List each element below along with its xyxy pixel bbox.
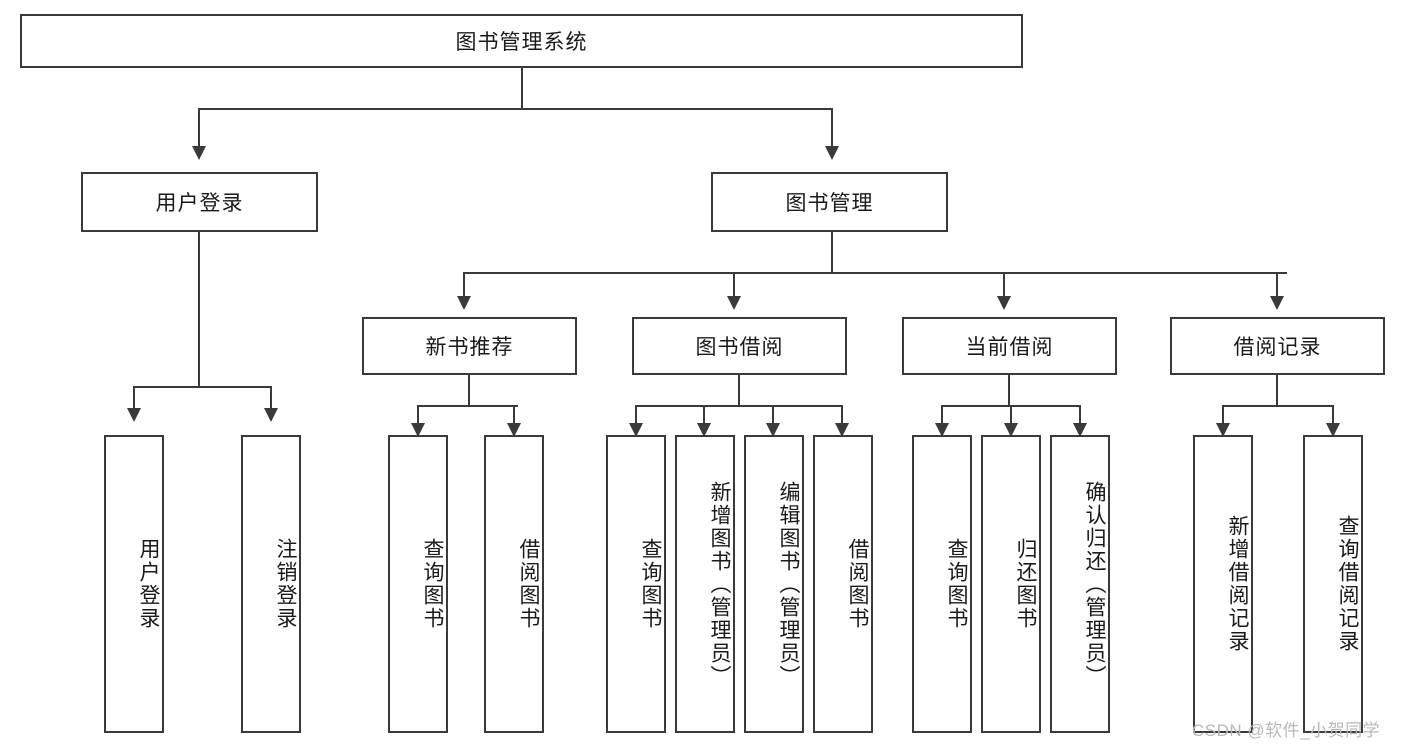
arrow-down-icon <box>629 423 643 437</box>
leaf-label: 查询图书 <box>421 538 444 630</box>
connector-drop-leaf <box>772 405 774 423</box>
node-label: 用户登录 <box>155 192 244 215</box>
leaf-label: 注销登录 <box>274 538 297 630</box>
connector-drop-borrow-record <box>1276 272 1278 296</box>
leaf-query-books-recommendation[interactable]: 查询图书 <box>388 435 448 733</box>
leaf-user-login[interactable]: 用户登录 <box>104 435 164 733</box>
leaf-label: 借阅图书 <box>846 538 869 630</box>
connector-borrow-record-stem <box>1276 375 1278 406</box>
arrow-down-icon <box>411 423 425 437</box>
leaf-query-books-borrowing[interactable]: 查询图书 <box>606 435 666 733</box>
arrow-down-icon <box>697 423 711 437</box>
connector-drop-leaf <box>941 405 943 423</box>
node-label: 图书管理 <box>785 192 874 215</box>
leaf-query-books-current[interactable]: 查询图书 <box>912 435 972 733</box>
connector-drop-leaf-user-login <box>133 386 135 408</box>
leaf-confirm-return-admin[interactable]: 确认归还（管理员） <box>1050 435 1110 733</box>
arrow-down-icon <box>1004 423 1018 437</box>
arrow-down-icon <box>1326 423 1340 437</box>
connector-drop-book-borrow <box>733 272 735 296</box>
connector-drop-leaf <box>1079 405 1081 423</box>
connector-drop-leaf <box>1222 405 1224 423</box>
leaf-add-book-admin[interactable]: 新增图书（管理员） <box>675 435 735 733</box>
node-current-borrowing[interactable]: 当前借阅 <box>902 317 1117 375</box>
connector-drop-current-borrow <box>1003 272 1005 296</box>
node-label: 图书借阅 <box>695 336 784 359</box>
connector-drop-new-book <box>463 272 465 296</box>
node-new-book-recommendation[interactable]: 新书推荐 <box>362 317 577 375</box>
connector-drop-leaf <box>1010 405 1012 423</box>
arrow-down-icon <box>127 408 141 422</box>
arrow-down-icon <box>997 296 1011 310</box>
connector-book-borrow-stem <box>738 375 740 406</box>
csdn-watermark: CSDN @软件_小贺同学 <box>1192 721 1381 740</box>
arrow-down-icon <box>935 423 949 437</box>
leaf-label: 新增借阅记录 <box>1226 515 1249 653</box>
node-borrow-record[interactable]: 借阅记录 <box>1170 317 1385 375</box>
node-root-book-management-system[interactable]: 图书管理系统 <box>20 14 1023 68</box>
arrow-down-icon <box>727 296 741 310</box>
connector-current-borrow-stem <box>1008 375 1010 406</box>
leaf-borrow-books-recommendation[interactable]: 借阅图书 <box>484 435 544 733</box>
arrow-down-icon <box>1216 423 1230 437</box>
node-book-borrowing[interactable]: 图书借阅 <box>632 317 847 375</box>
node-book-management[interactable]: 图书管理 <box>711 172 948 232</box>
connector-root-bus <box>199 108 833 110</box>
leaf-label: 归还图书 <box>1014 538 1037 630</box>
arrow-down-icon <box>507 423 521 437</box>
arrow-down-icon <box>457 296 471 310</box>
leaf-edit-book-admin[interactable]: 编辑图书（管理员） <box>744 435 804 733</box>
connector-book-management-stem <box>831 232 833 272</box>
leaf-add-borrow-record[interactable]: 新增借阅记录 <box>1193 435 1253 733</box>
leaf-label: 借阅图书 <box>517 538 540 630</box>
node-label: 新书推荐 <box>425 336 514 359</box>
connector-drop-leaf-logout <box>270 386 272 408</box>
leaf-label: 查询图书 <box>945 538 968 630</box>
leaf-label: 用户登录 <box>137 538 160 630</box>
leaf-label: 编辑图书（管理员） <box>777 480 800 688</box>
connector-drop-leaf <box>841 405 843 423</box>
connector-drop-leaf <box>635 405 637 423</box>
connector-user-login-stem <box>198 232 200 386</box>
connector-drop-leaf <box>417 405 419 423</box>
leaf-label: 新增图书（管理员） <box>708 480 731 688</box>
connector-drop-book-management <box>831 108 833 146</box>
connector-book-borrow-bus <box>636 405 843 407</box>
node-user-login[interactable]: 用户登录 <box>81 172 318 232</box>
connector-new-book-stem <box>468 375 470 406</box>
arrow-down-icon <box>264 408 278 422</box>
node-label: 图书管理系统 <box>455 31 588 54</box>
connector-drop-leaf <box>703 405 705 423</box>
arrow-down-icon <box>1270 296 1284 310</box>
connector-root-stem <box>521 68 523 108</box>
leaf-return-books[interactable]: 归还图书 <box>981 435 1041 733</box>
leaf-label: 查询借阅记录 <box>1336 515 1359 653</box>
arrow-down-icon <box>192 146 206 160</box>
leaf-logout[interactable]: 注销登录 <box>241 435 301 733</box>
connector-drop-leaf <box>1332 405 1334 423</box>
connector-user-login-bus <box>133 386 270 388</box>
leaf-label: 查询图书 <box>639 538 662 630</box>
connector-borrow-record-bus <box>1223 405 1333 407</box>
arrow-down-icon <box>1073 423 1087 437</box>
leaf-borrow-books-borrowing[interactable]: 借阅图书 <box>813 435 873 733</box>
connector-new-book-bus <box>418 405 518 407</box>
arrow-down-icon <box>766 423 780 437</box>
connector-drop-leaf <box>513 405 515 423</box>
node-label: 借阅记录 <box>1233 336 1322 359</box>
node-label: 当前借阅 <box>965 336 1054 359</box>
connector-drop-user-login <box>198 108 200 146</box>
connector-level3-bus <box>464 272 1287 274</box>
arrow-down-icon <box>825 146 839 160</box>
leaf-label: 确认归还（管理员） <box>1083 480 1106 688</box>
leaf-query-borrow-record[interactable]: 查询借阅记录 <box>1303 435 1363 733</box>
arrow-down-icon <box>835 423 849 437</box>
